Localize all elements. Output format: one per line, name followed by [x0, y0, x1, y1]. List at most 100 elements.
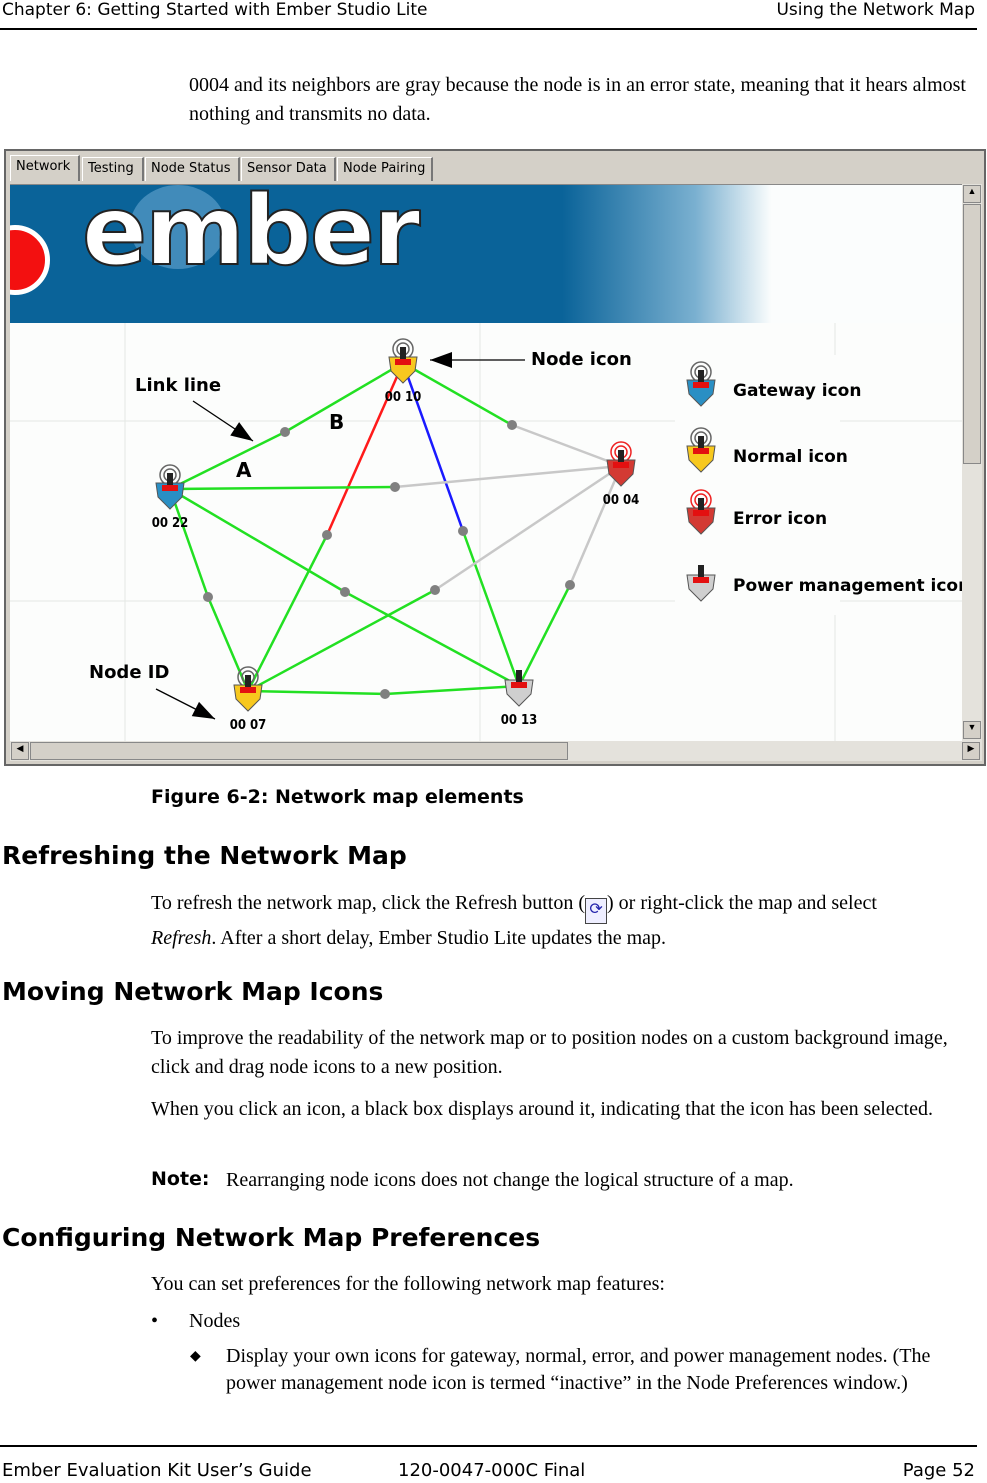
- link-midpoint: [390, 482, 400, 492]
- link-line: [511, 423, 622, 468]
- header-chapter: Chapter 6: Getting Started with Ember St…: [2, 0, 428, 20]
- text: . After a short delay, Ember Studio Lite…: [211, 927, 667, 949]
- annotation-link-line: Link line: [135, 375, 221, 396]
- vertical-scrollbar[interactable]: ▲ ▼: [962, 184, 982, 741]
- text: To refresh the network map, click the Re…: [151, 892, 586, 914]
- link-line: [169, 485, 396, 491]
- node-led: [693, 577, 709, 583]
- link-line: [344, 590, 520, 688]
- node-led: [693, 510, 709, 516]
- figure-screenshot: Network Testing Node Status Sensor Data …: [4, 149, 986, 766]
- annotation-node-icon: Node icon: [531, 349, 632, 370]
- logo-circle: [130, 185, 226, 269]
- link-line: [284, 361, 404, 434]
- tab-testing[interactable]: Testing: [82, 157, 144, 181]
- node-led: [395, 359, 411, 365]
- config-paragraph: You can set preferences for the followin…: [151, 1273, 665, 1295]
- legend-label: Error icon: [733, 509, 827, 529]
- node-led: [613, 462, 629, 468]
- node-antenna: [618, 450, 624, 462]
- note-label: Note:: [151, 1168, 210, 1190]
- link-midpoint: [280, 427, 290, 437]
- link-midpoint: [340, 587, 350, 597]
- arrow-node-id-head: [191, 701, 215, 719]
- legend-label: Normal icon: [733, 447, 848, 467]
- annotation-a: A: [236, 458, 252, 482]
- link-line: [384, 684, 520, 696]
- link-line: [206, 596, 250, 692]
- link-line: [568, 465, 623, 586]
- node-id-label: 00 10: [385, 390, 422, 405]
- link-midpoint: [507, 420, 517, 430]
- link-midpoint: [380, 689, 390, 699]
- link-line: [401, 362, 465, 532]
- annotation-node-id: Node ID: [89, 662, 169, 683]
- node-led: [162, 485, 178, 491]
- node-id-label: 00 04: [603, 493, 640, 508]
- node-antenna: [245, 675, 251, 687]
- legend-label: Gateway icon: [733, 381, 861, 401]
- link-line: [461, 530, 521, 687]
- link-line: [168, 488, 210, 598]
- horizontal-scrollbar[interactable]: ◀ ▶: [10, 741, 982, 761]
- legend-label: Power management icon: [733, 576, 962, 596]
- bullet-nodes: Nodes: [189, 1310, 241, 1332]
- refresh-button-icon: ⟳: [585, 898, 608, 924]
- refresh-menu-item-ref: Refresh: [151, 927, 212, 949]
- section-title-moving: Moving Network Map Icons: [2, 977, 384, 1006]
- link-midpoint: [203, 592, 213, 602]
- node-antenna: [698, 436, 704, 448]
- horizontal-scroll-thumb[interactable]: [30, 742, 568, 760]
- ember-banner: ember: [10, 185, 962, 323]
- scroll-right-button[interactable]: ▶: [962, 742, 980, 760]
- link-line: [169, 430, 286, 491]
- scroll-left-button[interactable]: ◀: [11, 742, 29, 760]
- node-antenna: [698, 565, 704, 577]
- footer-page: Page 52: [902, 1460, 975, 1481]
- ember-logo: ember: [81, 184, 421, 288]
- scroll-down-button[interactable]: ▼: [963, 721, 981, 739]
- arrow-link-line-head: [230, 422, 253, 441]
- tab-sensor-data[interactable]: Sensor Data: [241, 157, 336, 181]
- sub-bullet-text: Display your own icons for gateway, norm…: [226, 1345, 931, 1394]
- bullet-icon: •: [151, 1310, 159, 1332]
- note-text: Rearranging node icons does not change t…: [226, 1169, 794, 1191]
- link-line: [517, 584, 572, 687]
- intro-paragraph: 0004 and its neighbors are gray because …: [189, 74, 966, 125]
- node-antenna: [167, 473, 173, 485]
- moving-paragraph-1: To improve the readability of the networ…: [151, 1027, 948, 1078]
- network-map[interactable]: ember 00 10 00 22 00 04 00 07 00 13 Gateway i…: [10, 184, 962, 742]
- link-midpoint: [322, 530, 332, 540]
- link-line: [247, 588, 436, 693]
- node-led: [511, 682, 527, 688]
- footer-rule: [0, 1445, 977, 1447]
- link-line: [246, 534, 329, 692]
- link-line: [394, 464, 622, 489]
- map-canvas: 00 10 00 22 00 04 00 07 00 13 Gateway iconNor…: [10, 323, 962, 742]
- tab-node-status[interactable]: Node Status: [145, 157, 240, 181]
- arrow-node-icon-head: [430, 352, 452, 368]
- link-line: [247, 689, 386, 696]
- header-rule: [0, 28, 977, 30]
- section-title-refreshing: Refreshing the Network Map: [2, 841, 407, 870]
- moving-paragraph-2: When you click an icon, a black box disp…: [151, 1098, 933, 1120]
- node-led: [693, 448, 709, 454]
- link-line: [169, 487, 346, 594]
- node-antenna: [698, 370, 704, 382]
- node-antenna: [698, 498, 704, 510]
- node-antenna: [516, 670, 522, 682]
- vertical-scroll-thumb[interactable]: [963, 204, 981, 464]
- node-led: [240, 687, 256, 693]
- link-line: [434, 464, 622, 592]
- scroll-up-button[interactable]: ▲: [963, 185, 981, 203]
- link-line: [325, 362, 405, 536]
- node-id-label: 00 07: [230, 718, 267, 733]
- tab-network[interactable]: Network: [10, 155, 80, 181]
- tab-node-pairing[interactable]: Node Pairing: [337, 157, 433, 181]
- section-title-configuring: Configuring Network Map Preferences: [2, 1223, 541, 1252]
- text: ) or right-click the map and select: [607, 892, 877, 914]
- node-id-label: 00 22: [152, 516, 189, 531]
- figure-caption: Figure 6-2: Network map elements: [151, 786, 524, 808]
- node-antenna: [400, 347, 406, 359]
- node-id-label: 00 13: [501, 713, 538, 728]
